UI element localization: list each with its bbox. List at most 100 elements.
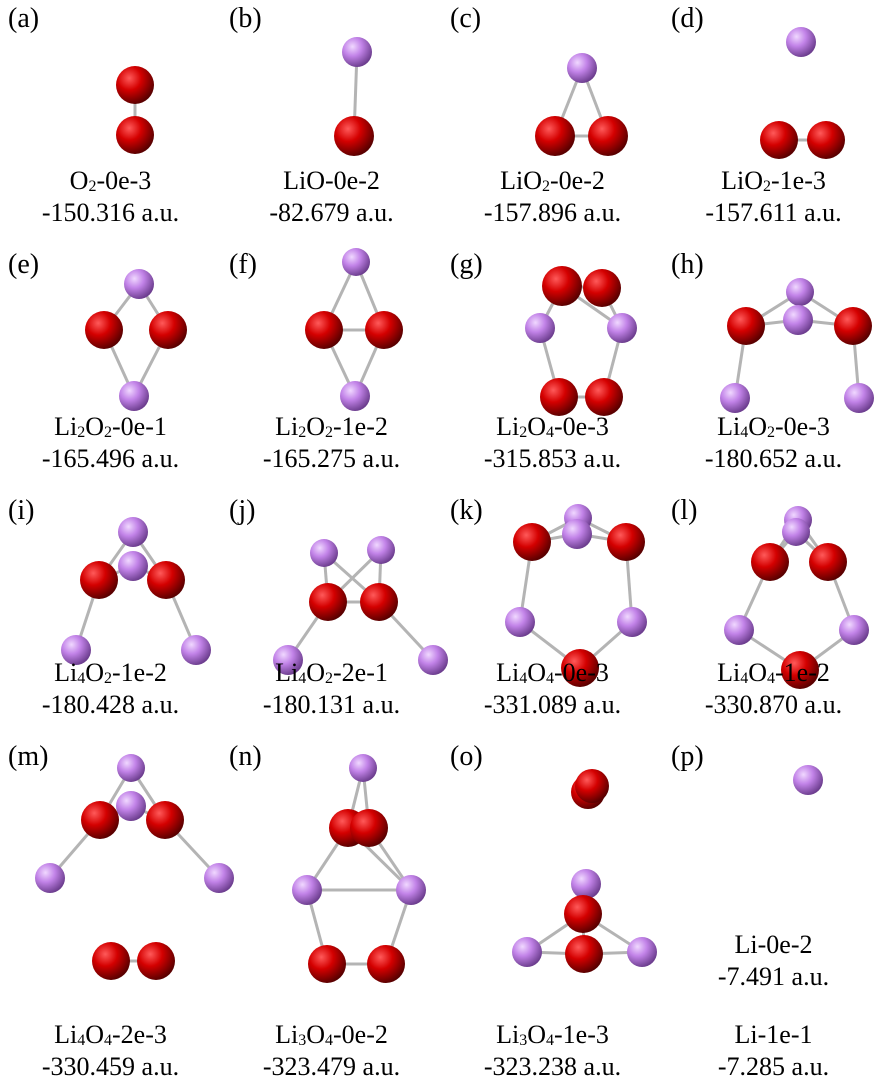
formula-text: -1e-2 [112,658,167,687]
lithium-atom [627,937,657,967]
formula-subscript: 3 [298,1032,307,1049]
formula-text: -2e-1 [333,658,388,687]
panel-o: (o)Li3O4-1e-3-323.238 a.u. [442,738,663,1081]
lithium-atom [273,645,303,675]
oxygen-atom [116,66,154,104]
formula-text: O [85,1020,105,1049]
oxygen-atom [751,543,789,581]
formula-text: -0e-2 [550,166,605,195]
species-name: LiO2-1e-3 [663,166,884,196]
formula-text: Li [496,1020,520,1049]
oxygen-atom [561,649,599,687]
oxygen-atom [367,945,405,983]
species-name: Li2O4-0e-3 [442,412,663,442]
formula-subscript: 2 [104,670,113,687]
oxygen-atom [305,311,343,349]
oxygen-atom [607,523,645,561]
panel-label: (j) [229,495,256,526]
lithium-atom [35,863,65,893]
molecule-structure [760,27,845,159]
molecule-structure [720,278,874,413]
total-energy: -180.652 a.u. [704,444,843,473]
lithium-atom [367,536,395,564]
total-energy: -150.316 a.u. [41,198,180,227]
formula-subscript: 2 [104,424,113,441]
panel-d: (d)LiO2-1e-3-157.611 a.u. [663,0,884,273]
total-energy: -330.459 a.u. [41,1052,180,1081]
lithium-atom [349,754,377,782]
lithium-atom [720,383,750,413]
formula-subscript: 2 [298,424,307,441]
formula-subscript: 2 [77,424,86,441]
molecule-structure [273,536,448,675]
lithium-atom [117,754,145,782]
formula-subscript: 4 [104,1032,113,1049]
total-energy: -323.238 a.u. [483,1052,622,1081]
formula-subscript: 2 [542,178,551,195]
oxygen-atom [360,583,398,621]
panel-n: (n)Li3O4-0e-2-323.479 a.u. [221,738,442,1081]
oxygen-atom [147,561,185,599]
formula-text: O [527,658,547,687]
lithium-atom [292,875,322,905]
lithium-atom [512,937,542,967]
formula-text: O [69,166,89,195]
formula-text: LiO-0e-2 [283,166,380,195]
lithium-atom [607,313,637,343]
panel-label: (h) [671,249,704,280]
lithium-atom [786,278,814,306]
panel-label: (n) [229,741,262,772]
oxygen-atom [588,116,628,156]
oxygen-atom [92,942,130,980]
oxygen-atom [85,311,123,349]
lithium-atom [116,791,146,821]
oxygen-atom [565,935,603,973]
formula-text: Li [717,658,741,687]
formula-subscript: 4 [77,670,86,687]
molecule-structure [116,66,154,154]
oxygen-atom [781,651,819,689]
formula-text: Li [496,412,520,441]
oxygen-atom [807,121,845,159]
oxygen-atom [81,801,119,839]
formula-text: O [527,1020,547,1049]
lithium-atom [782,518,810,546]
lithium-atom [204,863,234,893]
oxygen-atom [535,116,575,156]
formula-text: O [748,658,768,687]
panel-label: (i) [8,495,35,526]
formula-subscript: 4 [740,424,749,441]
panel-g: (g) Li2O4-0e-3-315.853 a.u. [442,246,663,519]
oxygen-atom [308,945,346,983]
formula-subscript: 4 [546,1032,555,1049]
molecule-structure [535,53,628,156]
panel-label: (e) [8,249,40,280]
formula-text: Li [275,658,299,687]
formula-text: O [527,412,547,441]
molecule-structure [292,754,426,983]
lithium-atom [340,381,370,411]
formula-subscript: 2 [763,178,772,195]
molecule-structure [724,506,869,689]
species-name: LiO2-0e-2 [442,166,663,196]
molecule-structure [35,754,234,980]
lithium-atom [418,645,448,675]
lithium-atom [181,635,211,665]
formula-text: O [306,1020,326,1049]
lithium-atom [724,615,754,645]
total-energy: -315.853 a.u. [483,444,622,473]
formula-text: Li [717,412,741,441]
oxygen-atom [809,543,847,581]
formula-subscript: 4 [298,670,307,687]
panel-label: (b) [229,3,262,34]
oxygen-atom [542,266,582,306]
species-name: O2-0e-3 [0,166,221,196]
panel-i: (i)Li4O2-1e-2-180.428 a.u. [0,492,221,765]
oxygen-atom [760,121,798,159]
formula-text: LiO [500,166,543,195]
formula-text: -1e-3 [771,166,826,195]
formula-subscript: 2 [325,424,334,441]
panel-label: (g) [450,249,483,280]
species-name: LiO-0e-2 [221,166,442,196]
species-name: Li2O2-1e-2 [221,412,442,442]
